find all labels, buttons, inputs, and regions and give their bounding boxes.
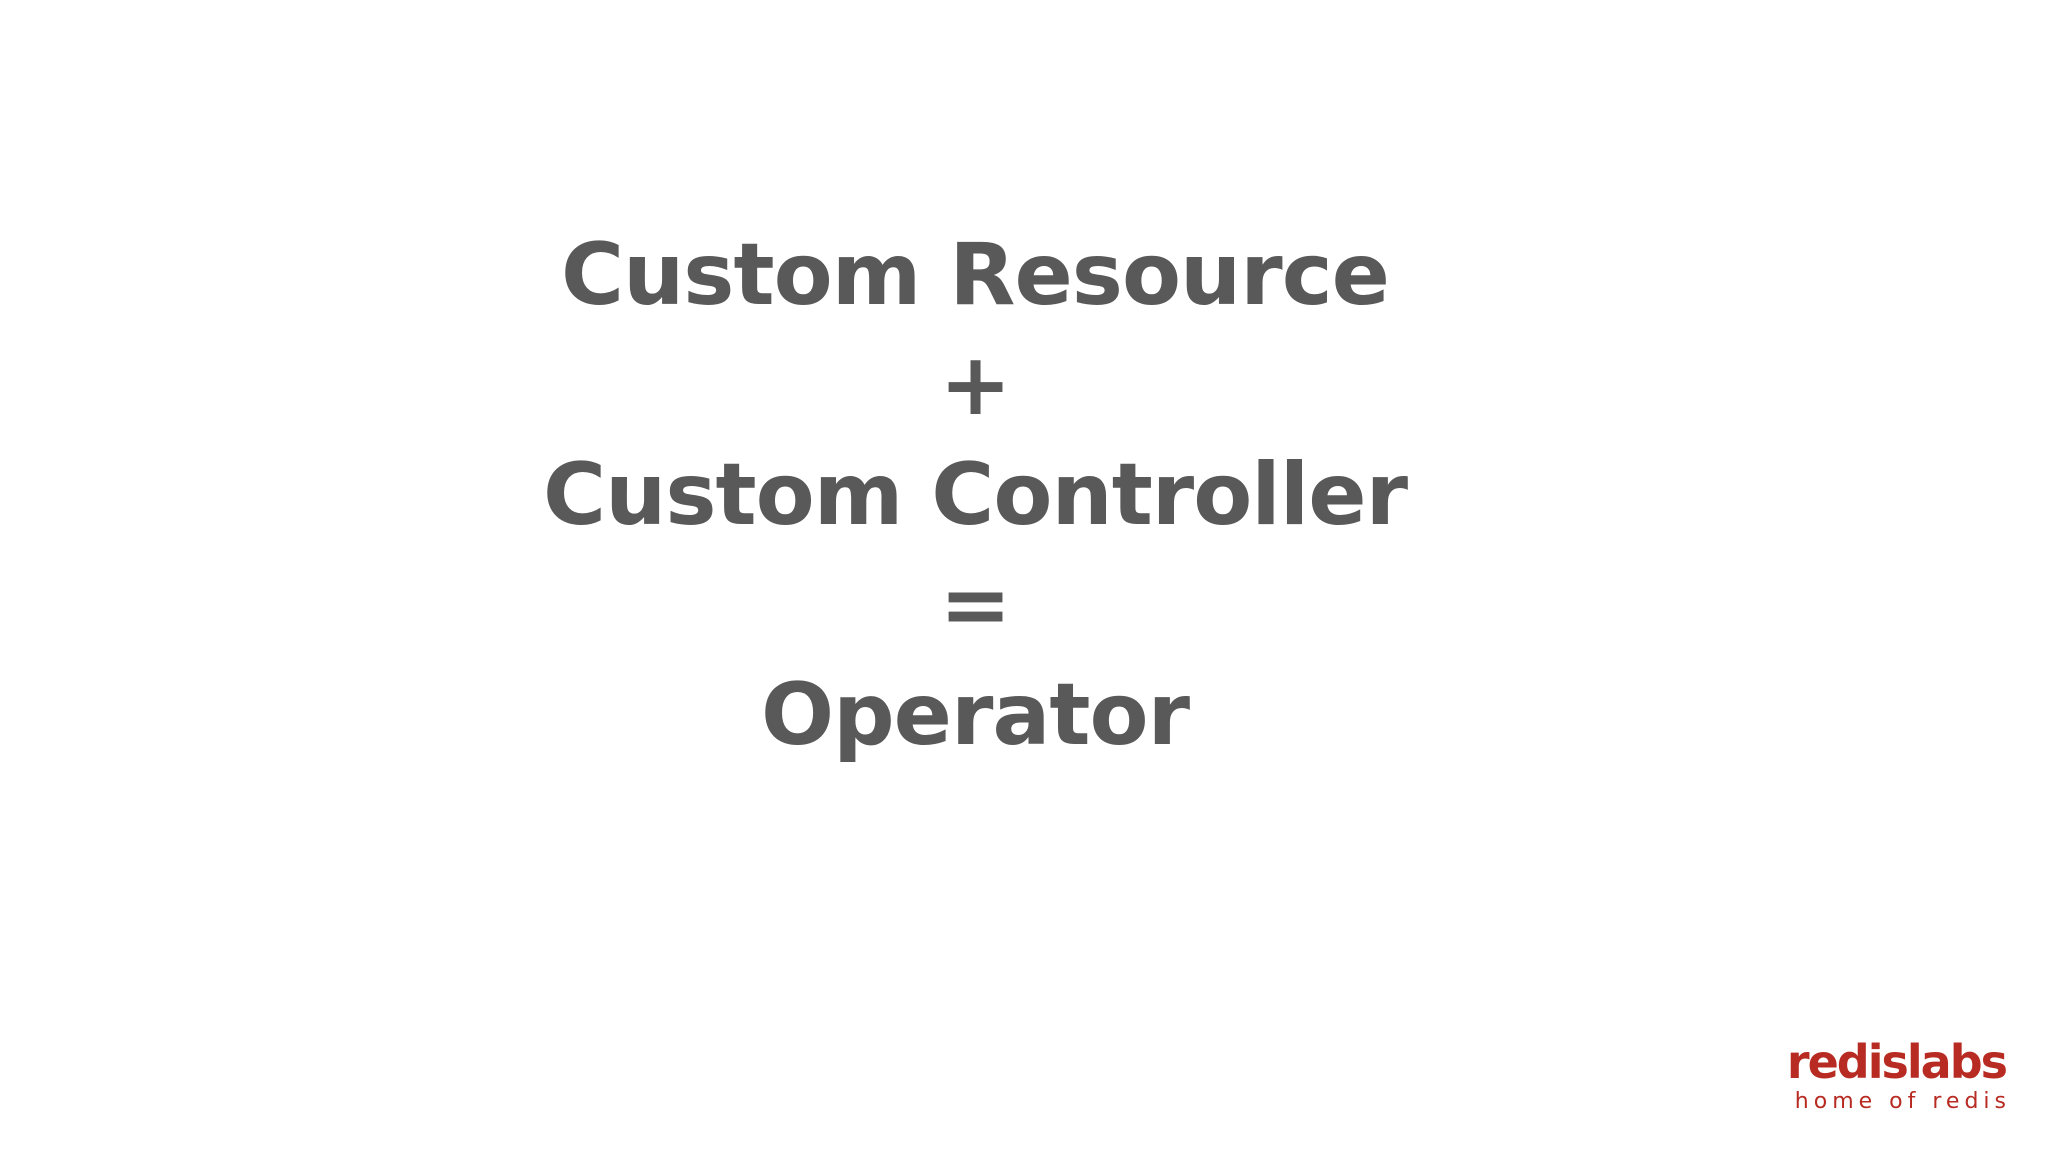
equals-sign: = bbox=[939, 555, 1011, 655]
custom-controller-text: Custom Controller bbox=[543, 445, 1408, 545]
custom-resource-text: Custom Resource bbox=[560, 225, 1390, 325]
logo-wordmark: redislabs bbox=[1786, 1035, 2008, 1089]
operator-equation: Custom Resource + Custom Controller = Op… bbox=[0, 220, 1950, 770]
operator-text: Operator bbox=[760, 665, 1190, 765]
plus-sign: + bbox=[939, 335, 1011, 435]
logo-tagline: home of redis bbox=[1794, 1089, 2011, 1114]
redislabs-logo: redislabs home of redis bbox=[1786, 1035, 2008, 1116]
